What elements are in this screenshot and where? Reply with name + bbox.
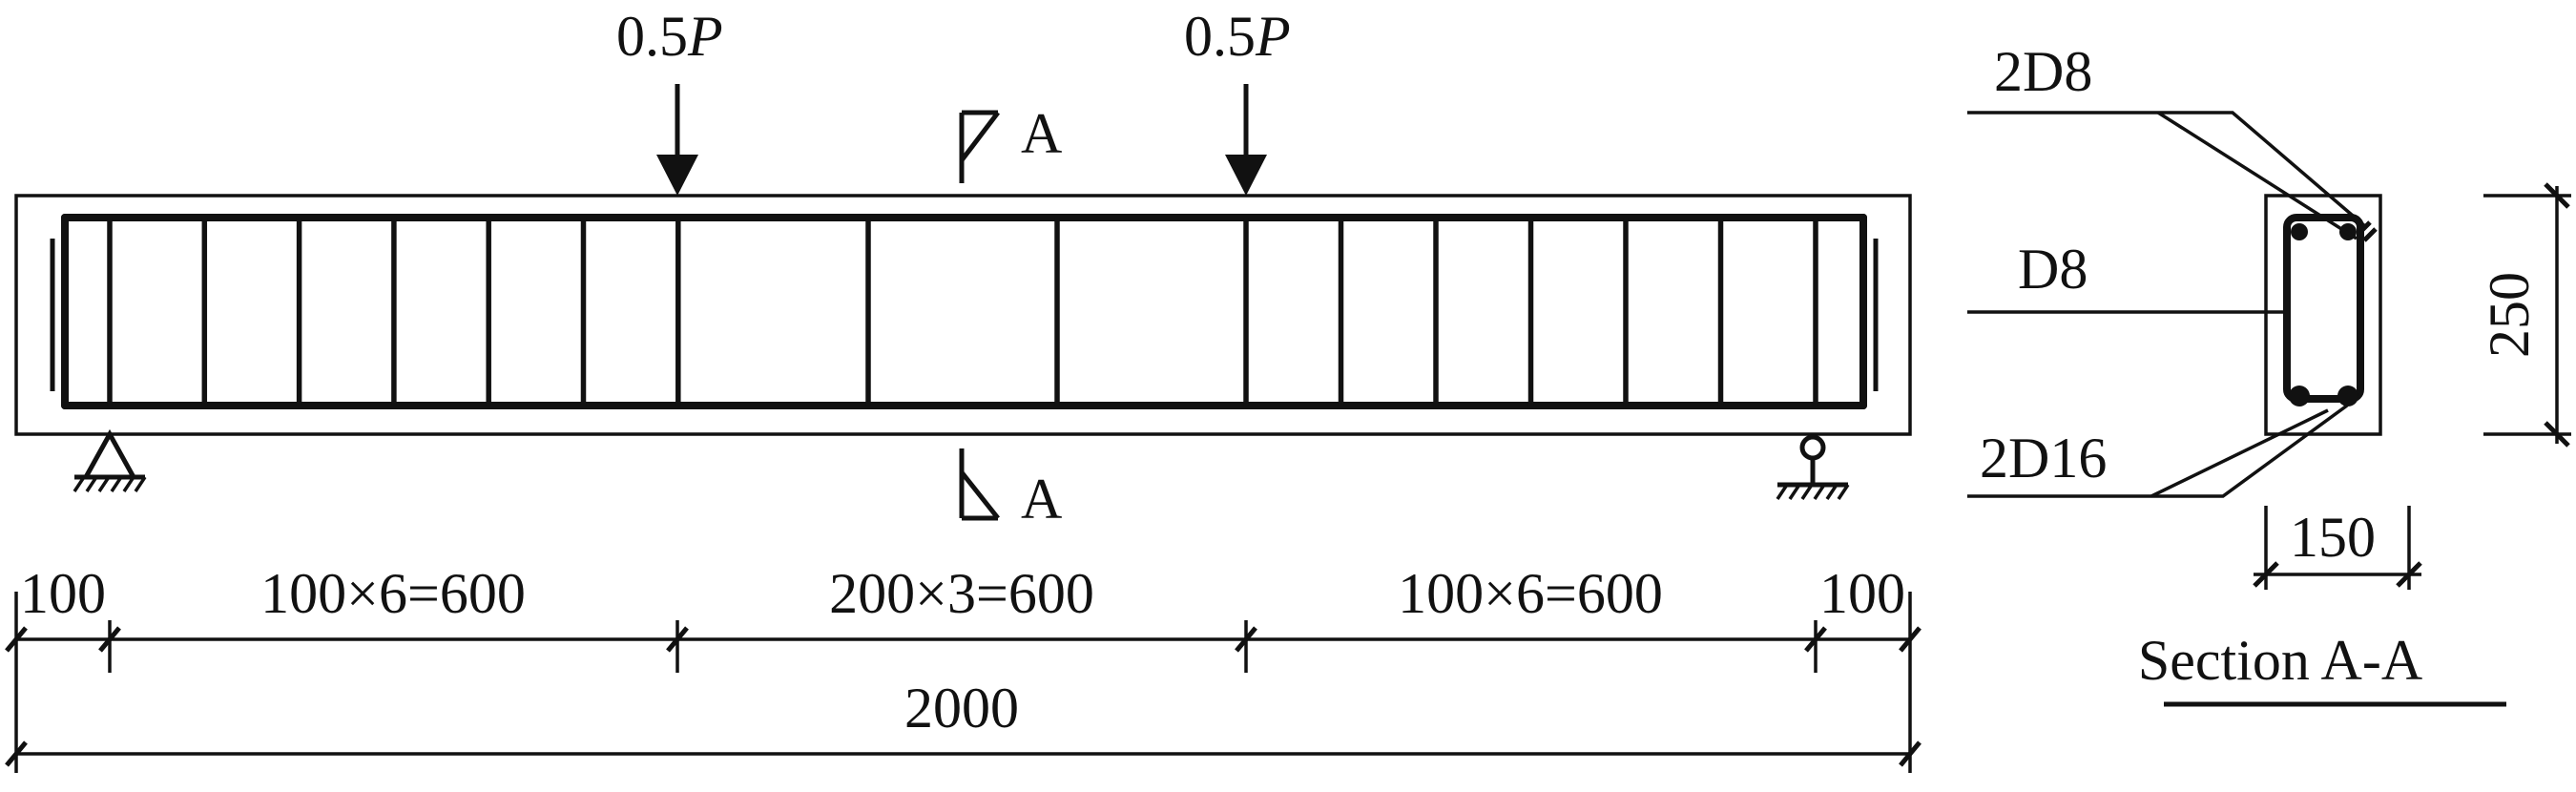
- label-section-height: 250: [2478, 272, 2541, 358]
- dim-right-end: 100: [1819, 562, 1905, 625]
- dim-total-length: 2000: [904, 677, 1019, 740]
- load-right-arrowhead: [1225, 155, 1267, 196]
- roller-support: [1776, 434, 1850, 500]
- pin-support: [73, 428, 147, 492]
- dim-middle-span: 200×3=600: [829, 562, 1094, 625]
- label-top-bars: 2D8: [1994, 40, 2092, 103]
- dim-right-shear-span: 100×6=600: [1398, 562, 1663, 625]
- section-mark-top: A: [959, 102, 1062, 183]
- dim-left-end: 100: [20, 562, 106, 625]
- leader-top-bars: [1967, 111, 2368, 229]
- bottom-bar-right: [2337, 386, 2358, 406]
- label-stirrup: D8: [2018, 238, 2088, 301]
- dim-left-shear-span: 100×6=600: [260, 562, 526, 625]
- bottom-bar-left: [2289, 386, 2310, 406]
- left-end-hook: [61, 214, 93, 409]
- beam-outline: [14, 194, 1912, 436]
- load-right-label: 0.5P: [1184, 5, 1291, 68]
- section-outline: [2264, 194, 2382, 436]
- beam-elevation: [14, 194, 1912, 436]
- section-stirrup: [2283, 214, 2364, 403]
- cross-section: 2D8 D8 2D16 250 150 Section A-A: [1967, 40, 2571, 707]
- label-bottom-bars: 2D16: [1980, 427, 2107, 490]
- section-mark-top-label: A: [1021, 102, 1062, 165]
- top-bar-left: [2291, 223, 2308, 240]
- load-left-label: 0.5P: [616, 5, 723, 68]
- load-left: 0.5P: [616, 5, 723, 196]
- section-mark-bottom: A: [959, 448, 1062, 531]
- stirrups: [107, 218, 1818, 406]
- load-right: 0.5P: [1184, 5, 1291, 196]
- dimension-lines: 100 100×6=600 200×3=600 100×6=600 100 20…: [5, 562, 1922, 773]
- leader-bottom-bars: [1967, 404, 2349, 498]
- label-section-width: 150: [2290, 506, 2376, 569]
- load-left-arrowhead: [656, 155, 698, 196]
- section-title: Section A-A: [2138, 629, 2422, 692]
- right-end-hook: [1835, 214, 1867, 409]
- section-mark-bottom-label: A: [1021, 468, 1062, 531]
- stirrup-hook: [2357, 220, 2378, 242]
